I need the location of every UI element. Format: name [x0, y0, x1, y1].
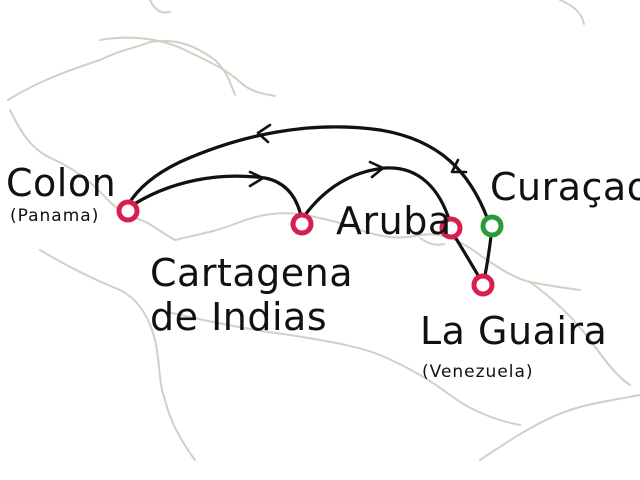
port-marker-cartagena[interactable] — [290, 212, 314, 236]
route-aruba-la-guaira — [450, 230, 484, 284]
coastline-lesser-antilles — [559, 0, 585, 25]
label-colon-country: (Panama) — [10, 206, 99, 226]
port-markers — [116, 199, 504, 297]
label-colon: Colon — [6, 161, 116, 205]
label-layer: Colon (Panama) Cartagena de Indias Aruba… — [6, 161, 640, 382]
route-layer — [126, 123, 494, 284]
port-marker-aruba[interactable] — [439, 216, 463, 240]
label-la-guaira: La Guaira — [420, 309, 607, 353]
coastline-orinoco — [479, 394, 640, 461]
coastline-venezuela-east — [529, 281, 631, 386]
coastline-central-america-isthmus — [9, 109, 176, 241]
port-marker-colon[interactable] — [116, 199, 140, 223]
route-colon-cartagena — [126, 174, 302, 214]
arrow-head-curacao-colon — [256, 123, 272, 144]
port-marker-la-guaira[interactable] — [471, 273, 495, 297]
route-curacao-colon — [126, 125, 490, 222]
coastline-north-central-america — [7, 39, 236, 101]
coastline-layer — [7, 0, 640, 461]
coastline-aruba-island — [419, 237, 445, 246]
coastline-colombia-north — [174, 212, 581, 291]
coastline-pacific-colombia — [39, 249, 196, 461]
label-aruba: Aruba — [336, 199, 452, 243]
arrow-head-colon-cartagena — [248, 170, 265, 188]
route-cartagena-aruba — [303, 166, 452, 224]
label-cartagena-line1: Cartagena — [150, 251, 353, 295]
arrow-head-cartagena-aruba — [368, 160, 385, 179]
arrow-head-curacao-return — [450, 158, 468, 174]
coastline-hispaniola — [149, 0, 171, 14]
port-marker-curacao[interactable] — [480, 214, 504, 238]
label-la-guaira-country: (Venezuela) — [422, 362, 534, 382]
label-curacao: Curaçao — [490, 165, 640, 209]
coastline-inland-border — [159, 309, 521, 426]
coastline-cuba — [99, 36, 276, 97]
label-cartagena-line2: de Indias — [150, 295, 327, 339]
